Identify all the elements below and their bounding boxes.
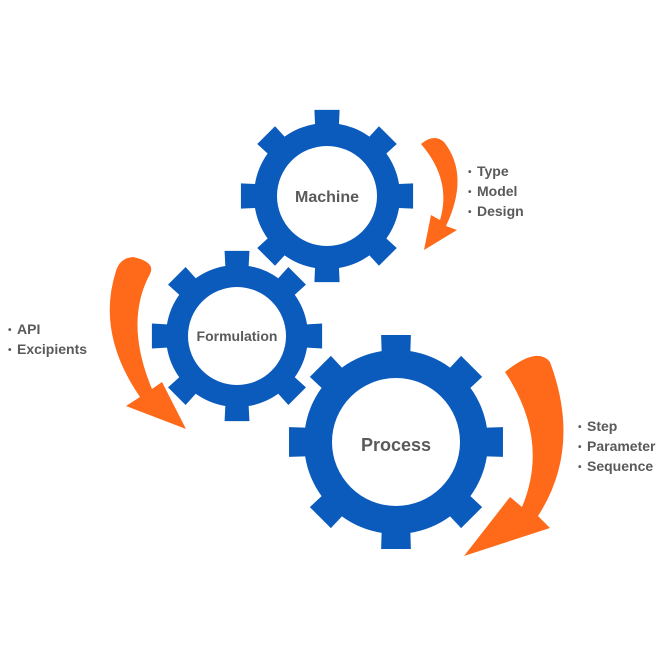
list-item: Step	[578, 417, 656, 437]
machine-gear-hole	[277, 146, 377, 246]
list-item: API	[8, 320, 87, 340]
machine-rotation-arrow-icon	[421, 137, 458, 250]
formulation-gear-hole	[188, 287, 286, 385]
process-attribute-list: Step Parameter Sequence	[578, 417, 656, 477]
list-item: Excipients	[8, 340, 87, 360]
formulation-gear	[151, 250, 323, 422]
list-item: Model	[468, 182, 524, 202]
formulation-gear-label: Formulation	[197, 328, 278, 344]
process-rotation-arrow-icon	[464, 355, 564, 556]
machine-rotation-arrow	[421, 137, 458, 250]
list-item: Design	[468, 202, 524, 222]
formulation-rotation-arrow	[109, 257, 186, 429]
list-item: Sequence	[578, 457, 656, 477]
machine-gear-label: Machine	[295, 189, 359, 206]
machine-attribute-list: Type Model Design	[468, 162, 524, 222]
process-gear-hole	[332, 378, 460, 506]
formulation-rotation-arrow-icon	[109, 257, 186, 429]
process-rotation-arrow	[464, 355, 564, 556]
process-gear	[289, 335, 503, 549]
formulation-attribute-list: API Excipients	[8, 320, 87, 360]
machine-gear	[240, 109, 414, 283]
list-item: Parameter	[578, 437, 656, 457]
process-gear-label: Process	[361, 435, 431, 455]
list-item: Type	[468, 162, 524, 182]
